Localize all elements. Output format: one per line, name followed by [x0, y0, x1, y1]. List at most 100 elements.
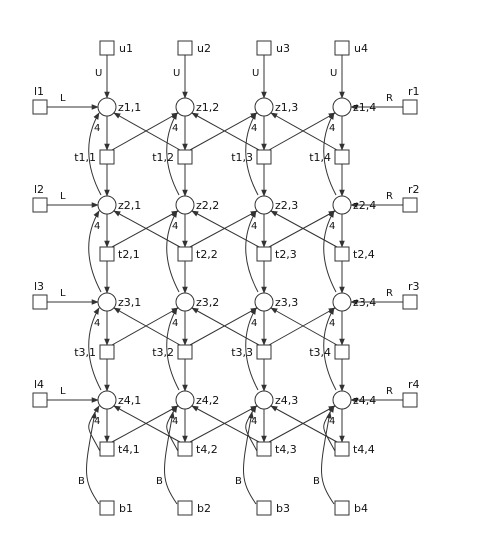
arc-label-right: R: [386, 386, 393, 397]
arc-weight-label: 4: [172, 416, 178, 427]
arc-weight-label: 4: [94, 416, 100, 427]
arc-cross: [268, 307, 336, 346]
grid-node: [97, 390, 117, 410]
arc-cross: [113, 307, 181, 346]
grid-node-label: z4,3: [275, 394, 298, 407]
transition-label: t1,4: [309, 151, 331, 164]
arc-cross: [270, 112, 338, 151]
transition: [177, 149, 193, 165]
arc-return: [323, 210, 337, 293]
grid-node-label: z1,1: [118, 101, 141, 114]
arc-weight-label: 4: [94, 318, 100, 329]
grid-node: [97, 195, 117, 215]
place-bottom-label: b3: [276, 502, 290, 515]
grid-node: [175, 97, 195, 117]
arc-weight-label: 4: [329, 318, 335, 329]
place-bottom: [334, 500, 350, 516]
grid-node-label: z1,3: [275, 101, 298, 114]
transition: [99, 441, 115, 457]
transition: [177, 441, 193, 457]
arc-cross: [268, 405, 336, 443]
arc-return: [323, 307, 337, 391]
transition: [334, 149, 350, 165]
place-right: [402, 392, 418, 408]
grid-node-label: z1,4: [353, 101, 376, 114]
arc-weight-label: 4: [94, 221, 100, 232]
arc-cross: [191, 210, 260, 248]
arc-weight-label: 4: [251, 416, 257, 427]
arc-cross: [113, 112, 181, 151]
place-left-label: l1: [34, 85, 44, 98]
arc-label-up: U: [95, 68, 102, 79]
grid-node-label: z3,1: [118, 296, 141, 309]
place-top-label: u1: [119, 42, 133, 55]
arc-cross: [268, 210, 336, 248]
place-right-label: r1: [408, 85, 420, 98]
grid-node: [175, 390, 195, 410]
arc-cross: [270, 307, 338, 346]
grid-node: [254, 390, 274, 410]
arc-label-left: L: [60, 386, 66, 397]
transition-label: t4,1: [118, 443, 140, 456]
grid-node-label: z3,3: [275, 296, 298, 309]
arc-return: [88, 112, 102, 196]
arc-cross: [191, 307, 260, 346]
grid-node-label: z2,4: [353, 199, 376, 212]
arc-bottom: [164, 411, 178, 505]
arc-cross: [268, 112, 336, 151]
grid-node: [332, 390, 352, 410]
arc-label-down: B: [156, 476, 163, 487]
place-bottom: [256, 500, 272, 516]
arc-label-up: U: [252, 68, 259, 79]
arc-label-right: R: [386, 288, 393, 299]
transition: [256, 149, 272, 165]
arc-label-down: B: [78, 476, 85, 487]
grid-node: [175, 195, 195, 215]
place-right-label: r3: [408, 280, 420, 293]
transition-label: t3,1: [74, 346, 96, 359]
transition-label: t4,2: [196, 443, 218, 456]
transition-label: t2,4: [353, 248, 375, 261]
arc-label-up: U: [173, 68, 180, 79]
place-right-label: r2: [408, 183, 420, 196]
arc-cross: [111, 405, 179, 443]
transition-label: t3,2: [152, 346, 174, 359]
arc-cross: [189, 210, 258, 248]
grid-node-label: z4,2: [196, 394, 219, 407]
arc-weight-label: 4: [251, 318, 257, 329]
place-left: [32, 197, 48, 213]
arcs-layer: [47, 55, 403, 505]
arc-label-right: R: [386, 93, 393, 104]
grid-node: [254, 97, 274, 117]
arc-cross: [189, 307, 258, 346]
arc-weight-label: 4: [172, 318, 178, 329]
arc-bottom: [86, 411, 100, 505]
grid-node: [332, 292, 352, 312]
transition: [99, 246, 115, 262]
place-bottom: [177, 500, 193, 516]
transition: [177, 344, 193, 360]
transition-label: t4,4: [353, 443, 375, 456]
labels-layer: u1Uu2Uu3Uu4Ul1Lr1Rl2Lr2Rl3Lr3Rl4Lr4Rz1,1…: [34, 42, 420, 515]
arc-label-left: L: [60, 288, 66, 299]
arc-cross: [113, 210, 181, 248]
place-top-label: u4: [354, 42, 368, 55]
place-right: [402, 294, 418, 310]
transition: [99, 149, 115, 165]
place-left-label: l3: [34, 280, 44, 293]
grid-node: [97, 97, 117, 117]
arc-weight-label: 4: [329, 416, 335, 427]
transition-label: t1,3: [231, 151, 253, 164]
arc-return: [88, 210, 102, 293]
transition-label: t2,3: [275, 248, 297, 261]
place-top-label: u2: [197, 42, 211, 55]
place-bottom: [99, 500, 115, 516]
grid-node-label: z3,2: [196, 296, 219, 309]
arc-return: [245, 112, 259, 196]
grid-node-label: z4,1: [118, 394, 141, 407]
grid-node: [332, 97, 352, 117]
arc-weight-label: 4: [251, 123, 257, 134]
transition: [99, 344, 115, 360]
transition-label: t2,1: [118, 248, 140, 261]
